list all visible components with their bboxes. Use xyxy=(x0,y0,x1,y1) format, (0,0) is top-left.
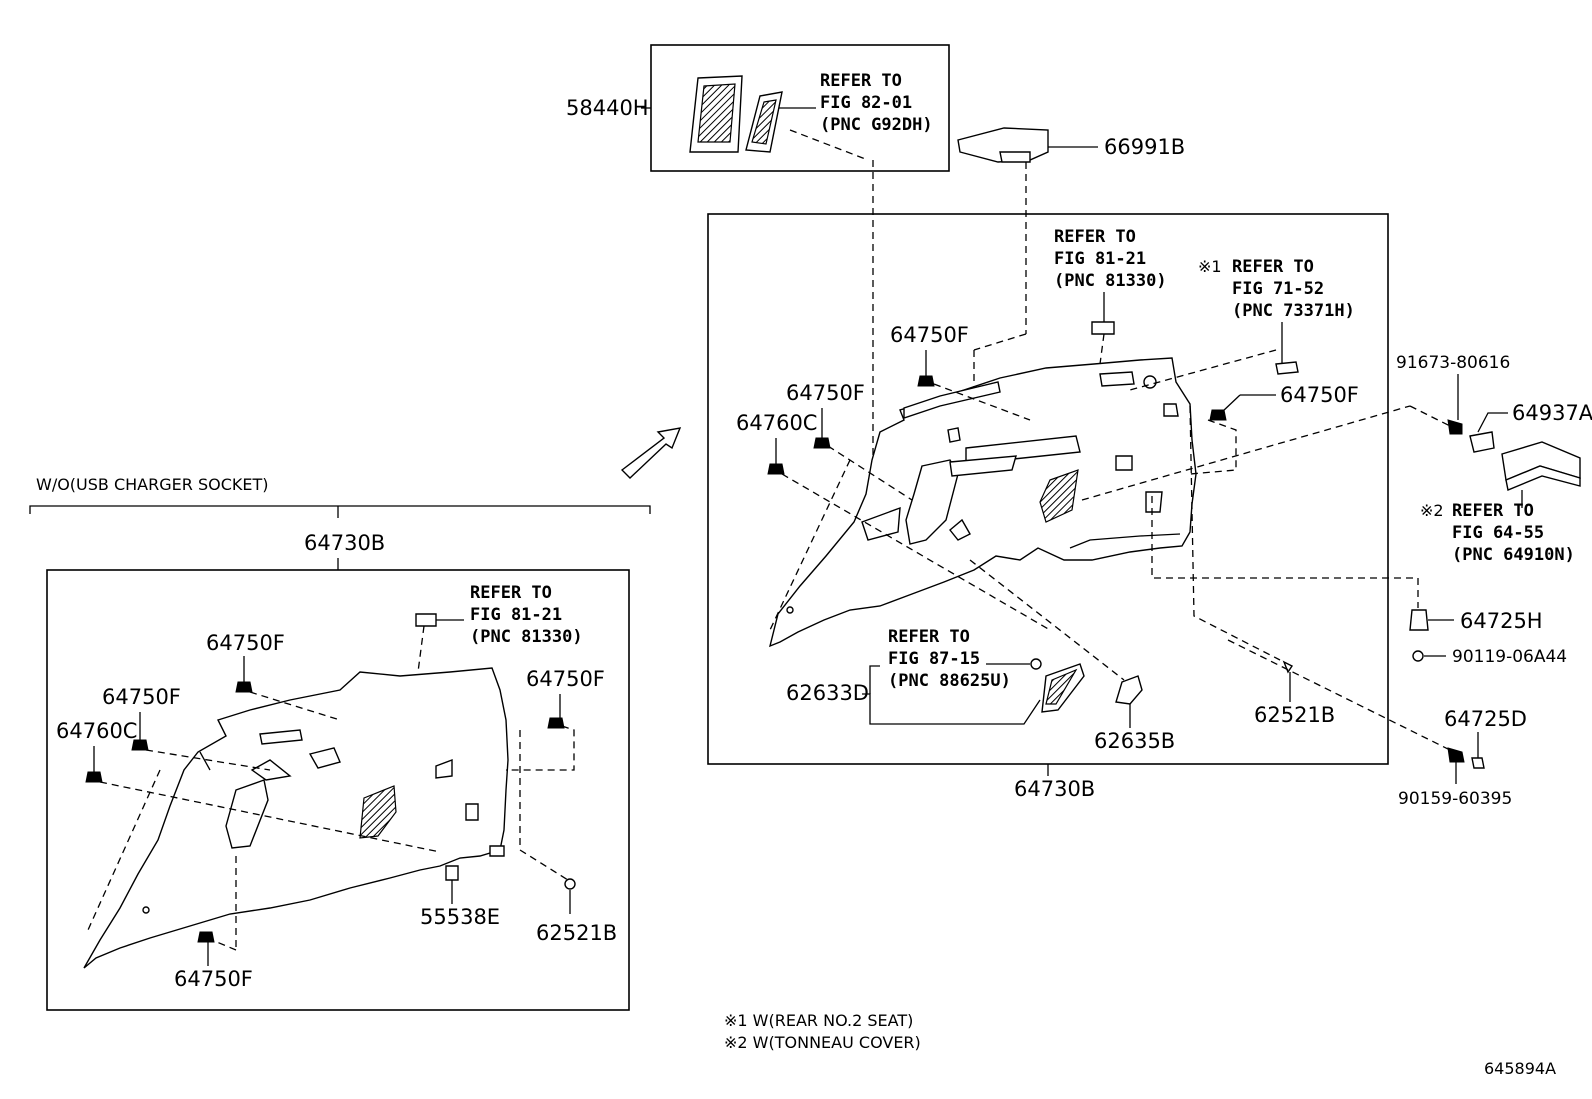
vent-part-number: 58440H xyxy=(566,96,649,120)
vent-refer-line1: REFER TO xyxy=(820,71,902,91)
left-refer-line3: (PNC 81330) xyxy=(470,627,583,647)
main-refer-b-line3: (PNC 73371H) xyxy=(1232,301,1355,321)
nut-part-number: 90119-06A44 xyxy=(1452,647,1567,667)
trim-cover-part-number: 66991B xyxy=(1104,135,1185,159)
cover-part-number: 64937A xyxy=(1512,401,1592,425)
left-label-c1: 64760C xyxy=(56,719,137,743)
screw-icon xyxy=(1447,419,1463,435)
grille-cover-icon xyxy=(1115,675,1143,705)
clip-small-icon xyxy=(564,878,576,890)
main-label-speaker: 62633D xyxy=(786,681,869,705)
main-refer-c-line1: REFER TO xyxy=(888,627,970,647)
bolt-part-number: 90159-60395 xyxy=(1398,789,1512,809)
nut-icon xyxy=(1412,650,1424,662)
clip-small-icon xyxy=(1282,660,1294,674)
vent-refer-line3: (PNC G92DH) xyxy=(820,115,933,135)
clip-icon xyxy=(547,717,565,729)
screw-part-number: 91673-80616 xyxy=(1396,353,1510,373)
vent-panel-small xyxy=(745,91,783,153)
main-fasteners: 64750F 64750F 64760C 64750F REFER TO FIG… xyxy=(736,227,1451,753)
clip-icon xyxy=(917,375,935,387)
tonneau-refer-mark: ※2 xyxy=(1420,501,1444,520)
socket-icon xyxy=(415,613,437,627)
left-refer-line2: FIG 81-21 xyxy=(470,605,562,625)
main-refer-c-line2: FIG 87-15 xyxy=(888,649,980,669)
main-label-f1: 64750F xyxy=(890,323,969,347)
variant-bracket xyxy=(29,505,651,514)
bolt-icon xyxy=(1447,747,1465,763)
note-2: ※2 W(TONNEAU COVER) xyxy=(724,1033,921,1052)
main-label-clip: 62521B xyxy=(1254,703,1335,727)
clip-icon xyxy=(1209,409,1227,421)
trim-cover-66991b: 66991B xyxy=(957,127,1185,460)
clip-icon xyxy=(767,463,785,475)
tonneau-refer-line1: REFER TO xyxy=(1452,501,1534,521)
cover-icon xyxy=(1469,431,1495,453)
hook2-part-number: 64725D xyxy=(1444,707,1527,731)
vent-refer-line2: FIG 82-01 xyxy=(820,93,912,113)
clip-icon xyxy=(197,931,215,943)
main-refer-b-mark: ※1 xyxy=(1198,257,1222,276)
clip-icon xyxy=(235,681,253,693)
left-box xyxy=(46,569,630,1011)
main-refer-a-line1: REFER TO xyxy=(1054,227,1136,247)
vent-callout: 58440H REFER TO FIG 82-01 (PNC G92DH) xyxy=(566,44,950,172)
main-refer-b-line1: REFER TO xyxy=(1232,257,1314,277)
clip-icon xyxy=(813,437,831,449)
direction-arrow xyxy=(620,427,682,479)
hook-part-number: 64725H xyxy=(1460,609,1543,633)
quarter-trim-panel-main xyxy=(768,357,1197,648)
clip-icon xyxy=(85,771,103,783)
left-label-f4: 64750F xyxy=(174,967,253,991)
left-label-f3: 64750F xyxy=(526,667,605,691)
speaker-grille-icon xyxy=(1041,663,1085,713)
left-label-f1: 64750F xyxy=(206,631,285,655)
right-side-parts: 91673-80616 64937A ※2 REFER TO FIG 64-55… xyxy=(1396,353,1592,809)
main-label-f3: 64750F xyxy=(1280,383,1359,407)
left-label-f2: 64750F xyxy=(102,685,181,709)
note-1: ※1 W(REAR NO.2 SEAT) xyxy=(724,1011,913,1030)
left-variant-title: W/O(USB CHARGER SOCKET) xyxy=(36,475,269,494)
main-label-f2: 64750F xyxy=(786,381,865,405)
left-variant: W/O(USB CHARGER SOCKET) 64730B REFER TO … xyxy=(29,475,651,1011)
main-refer-a-line3: (PNC 81330) xyxy=(1054,271,1167,291)
main-part-number: 64730B xyxy=(1014,777,1095,801)
socket-icon xyxy=(1091,321,1115,335)
hook2-icon xyxy=(1471,757,1485,769)
main-refer-a-line2: FIG 81-21 xyxy=(1054,249,1146,269)
bracket-icon xyxy=(445,865,459,881)
quarter-trim-panel-left xyxy=(83,667,509,969)
tonneau-refer-line2: FIG 64-55 xyxy=(1452,523,1544,543)
left-label-clip: 62521B xyxy=(536,921,617,945)
left-refer-line1: REFER TO xyxy=(470,583,552,603)
figure-id: 645894A xyxy=(1484,1059,1556,1078)
main-label-grille: 62635B xyxy=(1094,729,1175,753)
main-label-c1: 64760C xyxy=(736,411,817,435)
tonneau-cover-icon xyxy=(1501,441,1581,491)
tonneau-refer-line3: (PNC 64910N) xyxy=(1452,545,1575,565)
speaker-mount-icon xyxy=(1030,658,1042,670)
vent-panel-large xyxy=(689,75,743,153)
main-refer-c-line3: (PNC 88625U) xyxy=(888,671,1011,691)
left-part-number: 64730B xyxy=(304,531,385,555)
hook-icon xyxy=(1409,609,1429,631)
hook-icon xyxy=(1275,361,1299,375)
left-label-bracket: 55538E xyxy=(420,905,500,929)
main-refer-b-line2: FIG 71-52 xyxy=(1232,279,1324,299)
